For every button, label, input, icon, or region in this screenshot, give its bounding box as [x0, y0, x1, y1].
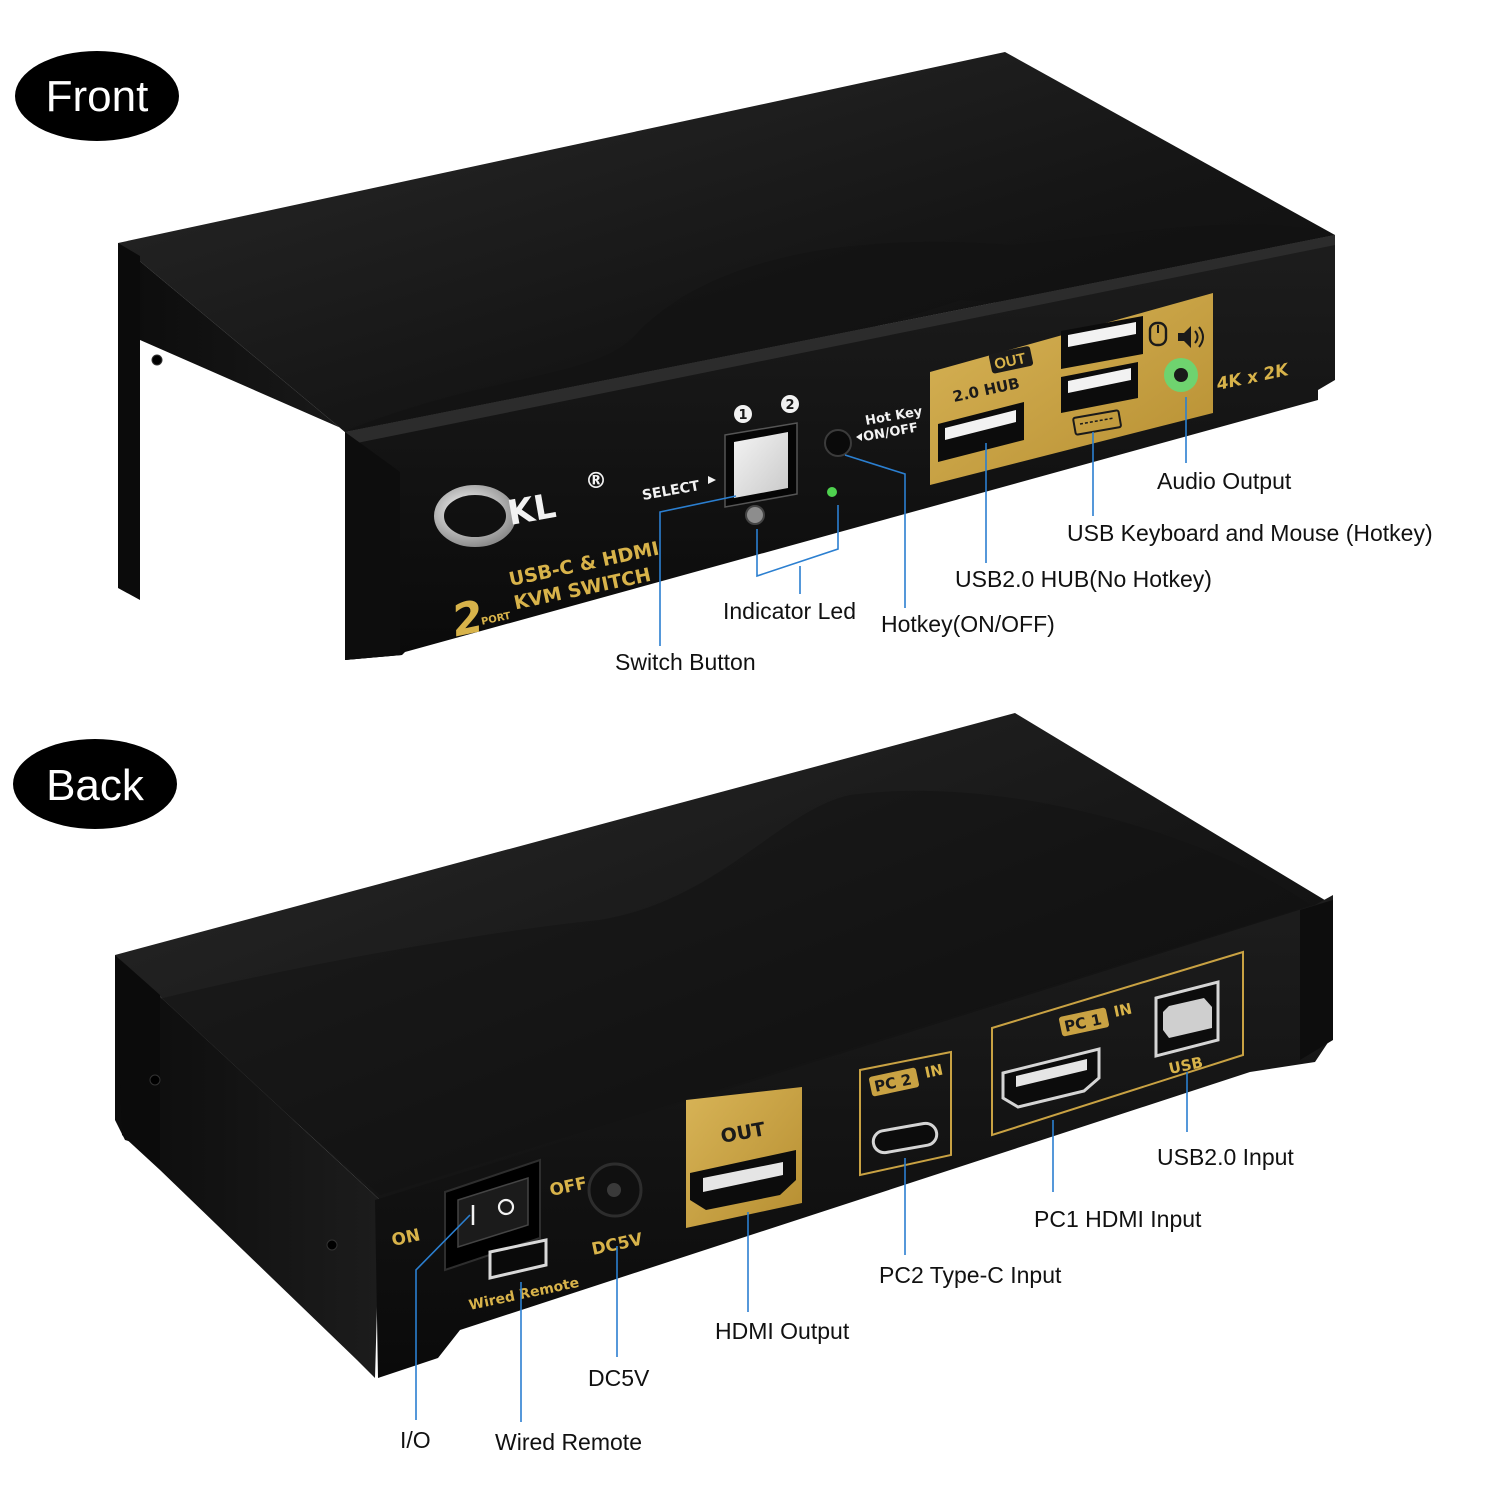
select-arrow [708, 476, 716, 484]
ckl-logo: KL ® [434, 469, 607, 547]
hotkey-button[interactable] [824, 429, 852, 457]
callout-usb-input: USB2.0 Input [1157, 1144, 1294, 1170]
callout-hotkey: Hotkey(ON/OFF) [881, 611, 1055, 637]
audio-jack-hole [1174, 368, 1188, 382]
out-badge [988, 346, 1034, 374]
port-2-badge [781, 395, 799, 413]
callout-indicator-led: Indicator Led [723, 598, 856, 624]
port-1-badge [734, 405, 752, 423]
front-label: Front [46, 72, 149, 121]
port-1-number: 1 [738, 408, 747, 423]
back-device: ON OFF Wired Remote DC5V OUT PC 2 IN PC … [115, 713, 1333, 1378]
speaker-icon [1178, 326, 1204, 348]
callout-audio-output: Audio Output [1157, 468, 1292, 494]
hub-usb-tongue [945, 410, 1016, 440]
back-device-left-side [115, 955, 380, 1378]
out-badge-text: OUT [993, 350, 1028, 373]
back-screw-2 [326, 1239, 338, 1251]
callout-hdmi-output: HDMI Output [715, 1318, 850, 1344]
logo-brand: KL [505, 486, 559, 534]
back-device-top-wave [155, 790, 1310, 1195]
pc1-badge [1059, 1007, 1109, 1037]
switch-off-mark [497, 1198, 515, 1216]
callout-pc2-typec: PC2 Type-C Input [879, 1262, 1062, 1288]
pc2-typec-port [871, 1121, 939, 1155]
front-face-bevel [345, 235, 1335, 444]
callout-io: I/O [400, 1427, 431, 1453]
logo-registered: ® [585, 469, 607, 494]
hotkey-arrow [856, 433, 862, 441]
back-section: Back ON OFF Wired Remote [13, 713, 1333, 1455]
pc1-usb-panel [991, 950, 1244, 1137]
kbm-usb-tongue-1 [1068, 322, 1136, 347]
pc1-in: IN [1112, 1000, 1133, 1021]
callout-switch-button: Switch Button [615, 649, 756, 675]
back-face-right-flange [1300, 900, 1333, 1060]
back-screw-1 [149, 1074, 161, 1086]
pc2-badge [869, 1067, 919, 1097]
dc-jack-pin [607, 1183, 621, 1197]
back-leader-lines [415, 1072, 1188, 1422]
callout-pc1-hdmi: PC1 HDMI Input [1034, 1206, 1202, 1232]
usb-b-center [1163, 998, 1212, 1038]
front-device-left-side [118, 243, 402, 660]
front-device-top [118, 52, 1335, 432]
mouse-icon [1148, 321, 1168, 347]
keyboard-icon [1072, 409, 1122, 436]
callout-wired-remote: Wired Remote [495, 1429, 642, 1455]
front-screw-1 [151, 354, 163, 366]
select-button[interactable] [734, 432, 788, 498]
callout-dc5v: DC5V [588, 1365, 650, 1391]
back-label: Back [46, 761, 145, 810]
front-section: Front KL ® 2 PORT USB-C & [15, 51, 1433, 675]
pc1-hdmi-contacts [1016, 1059, 1087, 1087]
wired-remote-port [488, 1238, 548, 1280]
back-label-pill [13, 739, 177, 829]
pc2-in: IN [923, 1061, 944, 1082]
front-device: KL ® 2 PORT USB-C & HDMI KVM SWITCH SELE… [118, 52, 1335, 660]
front-face-lip [345, 432, 400, 660]
front-leader-lines [659, 397, 1187, 646]
port-2-number: 2 [785, 398, 794, 413]
hdmi-out-contacts [703, 1162, 783, 1192]
pc2-panel [859, 1050, 952, 1177]
callout-usb-hub: USB2.0 HUB(No Hotkey) [955, 566, 1212, 592]
kbm-usb-tongue-2 [1068, 368, 1131, 393]
logo-ring [434, 485, 516, 547]
indicator-led-1 [745, 505, 765, 525]
indicator-led-2 [827, 487, 837, 497]
callout-usb-keyboard-mouse: USB Keyboard and Mouse (Hotkey) [1067, 520, 1433, 546]
front-device-left-flange [118, 243, 140, 600]
power-switch-rocker[interactable] [457, 1176, 529, 1249]
back-device-left-flange [115, 955, 160, 1170]
front-label-pill [15, 51, 179, 141]
